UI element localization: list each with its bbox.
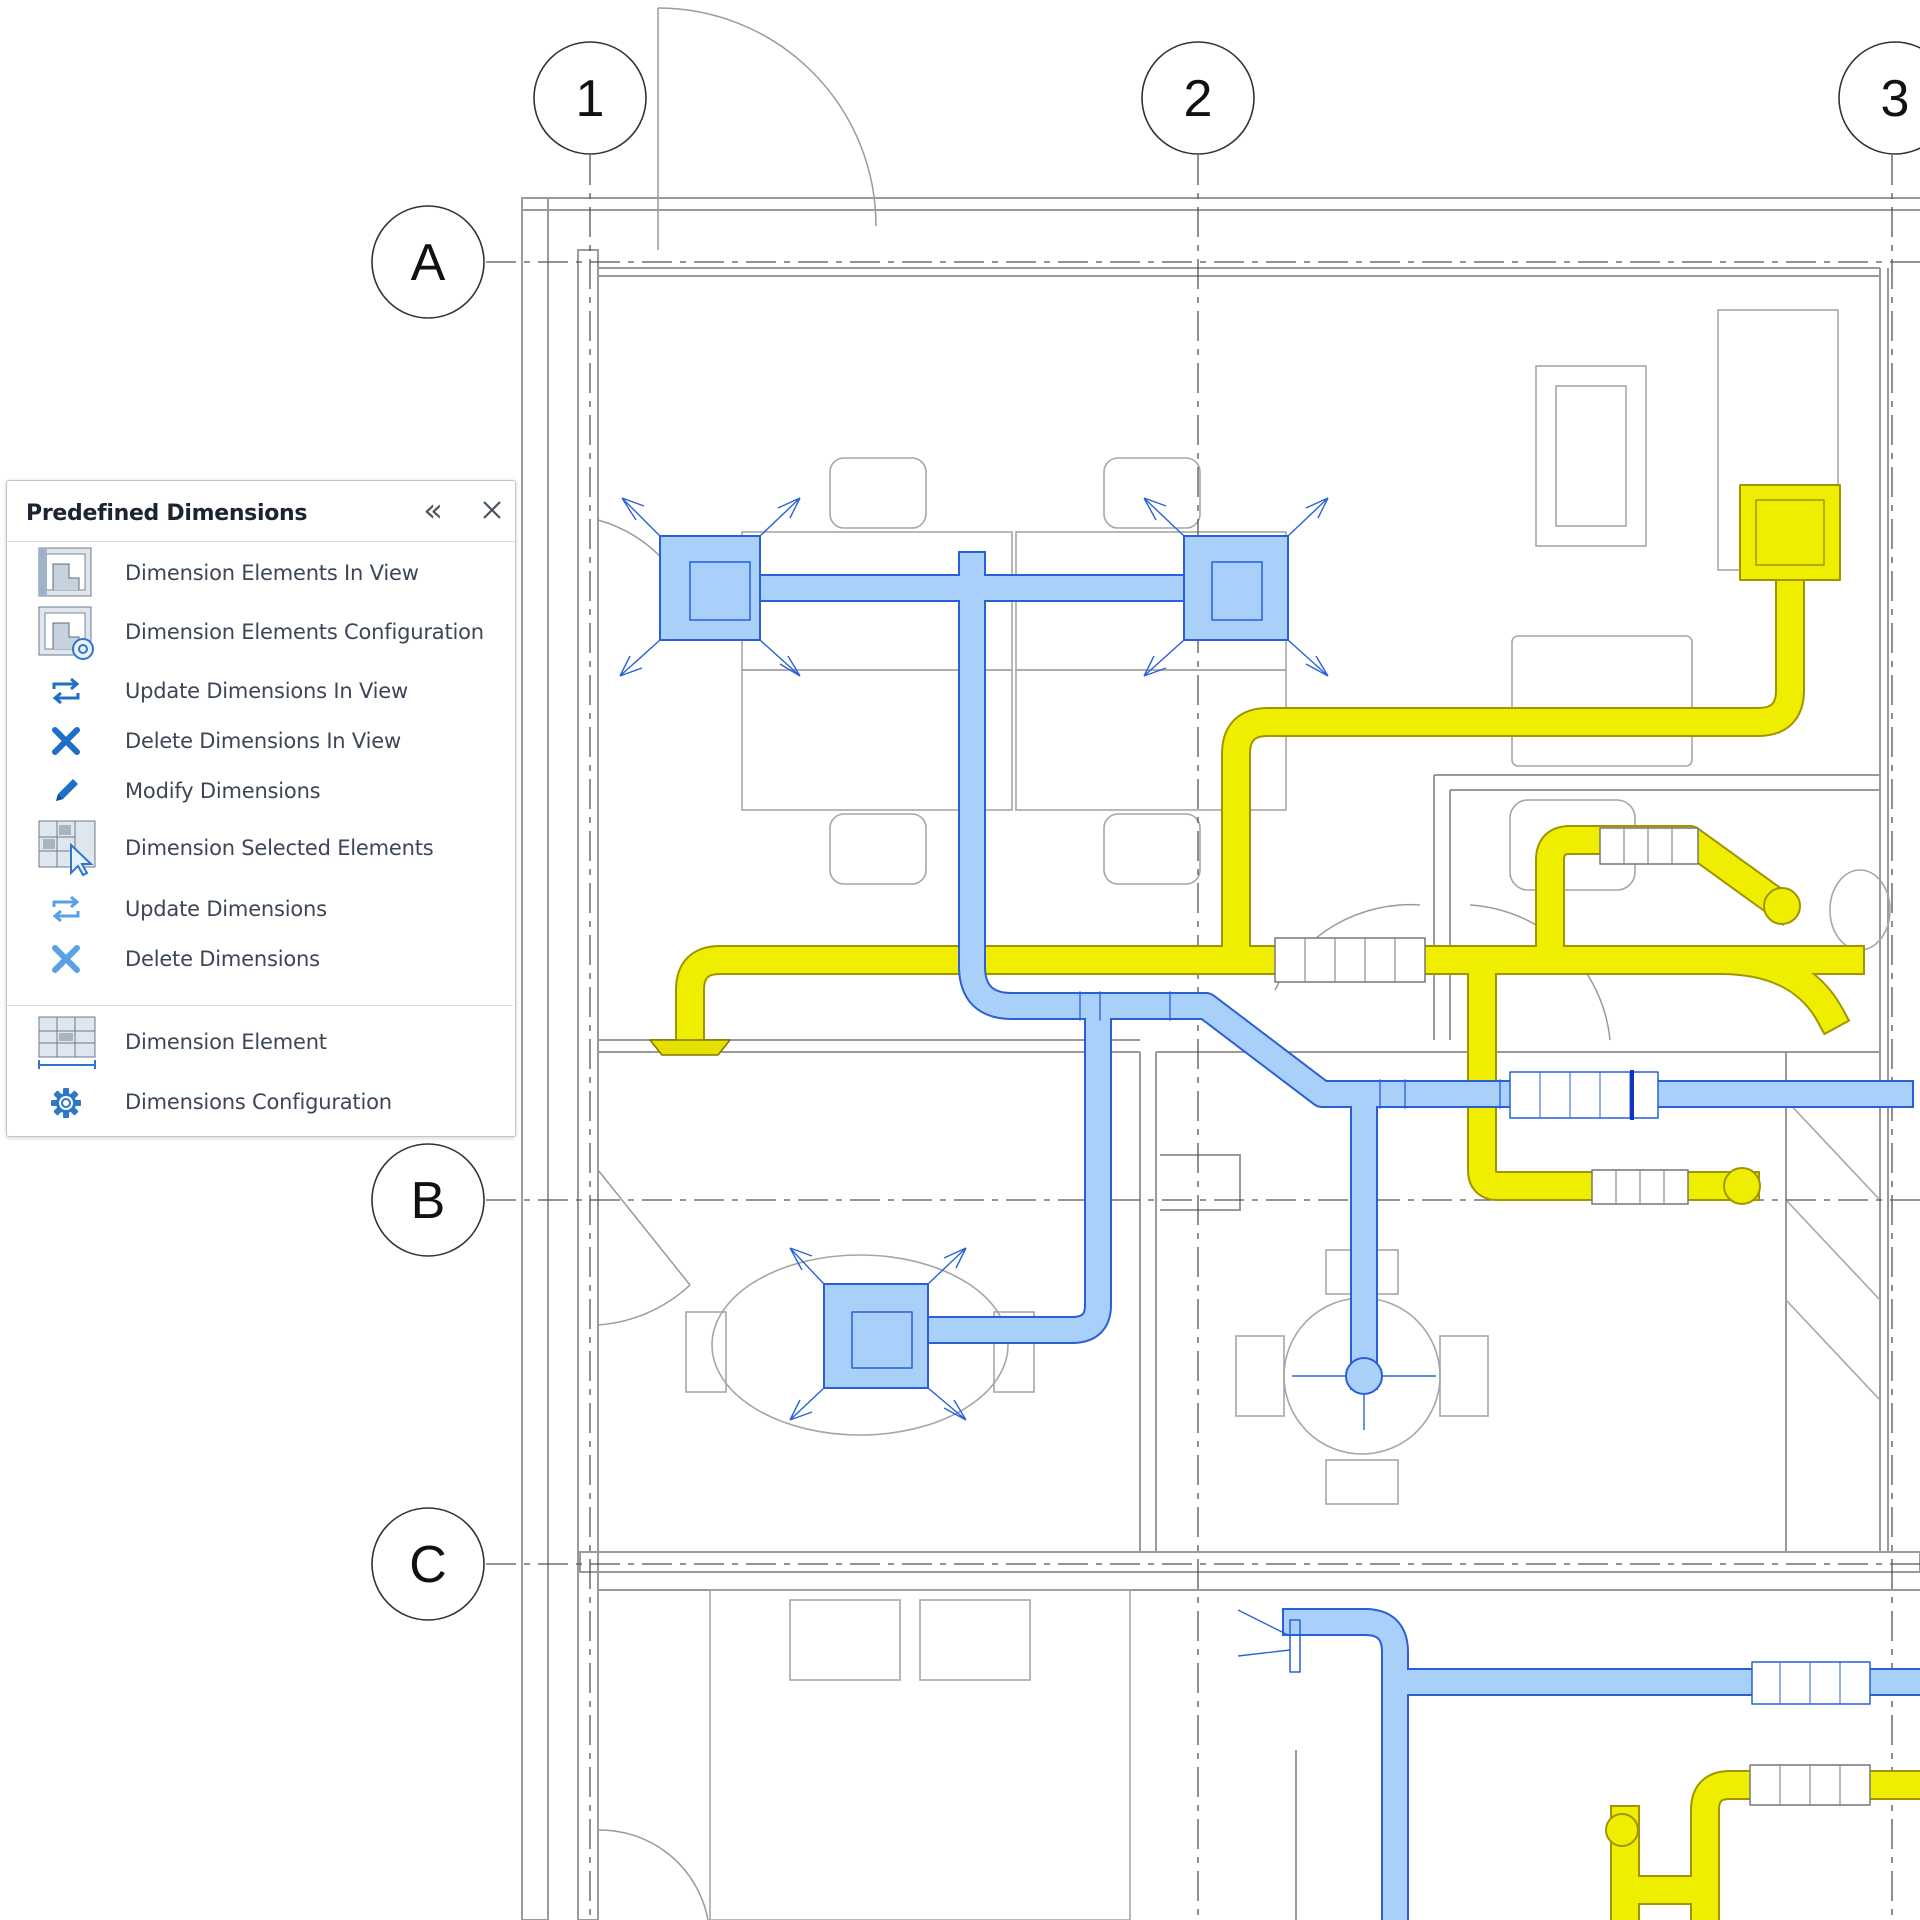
grid-bubble-b [371,1143,485,1257]
grid-bubble-1 [533,41,647,155]
grid-bubble-3 [1838,41,1920,155]
delete-x-light-icon [35,941,97,977]
update-dimensions-button[interactable]: Update Dimensions [7,885,513,933]
delete-x-icon [35,723,97,759]
dimension-element-button[interactable]: Dimension Element [7,1011,513,1073]
grid-labels: 1 2 3 A B C [409,70,1909,1594]
grid-label-b: B [411,1172,446,1230]
dimension-elements-configuration-icon [35,603,97,663]
close-icon [483,501,501,519]
supply-diffuser [1183,535,1289,641]
supply-duct-system[interactable] [659,535,1920,1920]
grid-label-3: 3 [1881,70,1910,128]
grille [649,1039,731,1056]
doors [597,7,1611,1920]
grid-bubble-a [371,205,485,319]
update-dimensions-in-view-button[interactable]: Update Dimensions In View [7,667,513,715]
delete-dimensions-in-view-button[interactable]: Delete Dimensions In View [7,717,513,765]
grid-label-c: C [409,1536,447,1594]
update-arrows-icon [35,673,97,709]
grid-label-2: 2 [1184,70,1213,128]
grid-lines [486,155,1920,1920]
walls [521,197,1920,1920]
modify-dimensions-button[interactable]: Modify Dimensions [7,767,513,815]
panel-divider [7,1005,513,1006]
grid-bubble-c [371,1507,485,1621]
grid-label-a: A [411,234,446,292]
dimension-elements-configuration-button[interactable]: Dimension Elements Configuration [7,601,513,663]
delete-dimensions-button[interactable]: Delete Dimensions [7,935,513,983]
supply-diffuser [659,535,761,641]
grid-bubbles[interactable] [371,41,1920,1621]
dimension-selected-elements-icon [35,817,97,877]
grid-bubble-2 [1141,41,1255,155]
dimensions-configuration-button[interactable]: Dimensions Configuration [7,1077,513,1127]
panel-header: Predefined Dimensions « [7,481,515,542]
supply-diffuser [823,1283,929,1389]
collapse-panel-button[interactable]: « [423,491,443,529]
supply-diffuser-round [1345,1357,1383,1395]
gear-icon [35,1085,97,1121]
predefined-dimensions-panel: Predefined Dimensions « Dimension Elemen… [6,480,516,1137]
dimension-elements-in-view-button[interactable]: Dimension Elements In View [7,541,513,599]
grid-label-1: 1 [576,70,605,128]
update-arrows-light-icon [35,891,97,927]
return-duct-system[interactable] [649,484,1920,1920]
pencil-icon [35,773,97,809]
panel-title: Predefined Dimensions [26,501,308,526]
close-panel-button[interactable] [475,493,509,527]
dimension-selected-elements-button[interactable]: Dimension Selected Elements [7,815,513,879]
dimension-element-icon [35,1013,97,1071]
dimension-elements-in-view-icon [35,544,97,600]
airflow-arrows [619,497,1436,1657]
